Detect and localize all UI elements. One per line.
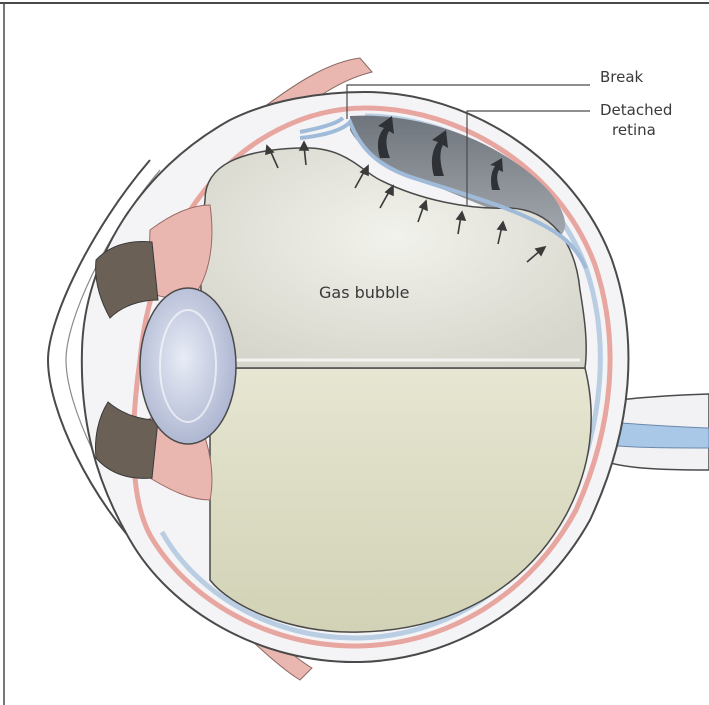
gas-bubble-label: Gas bubble	[319, 283, 410, 302]
retina-label: retina	[612, 121, 656, 139]
break-label: Break	[600, 68, 643, 86]
detached-label: Detached	[600, 101, 672, 119]
lens	[140, 288, 236, 444]
